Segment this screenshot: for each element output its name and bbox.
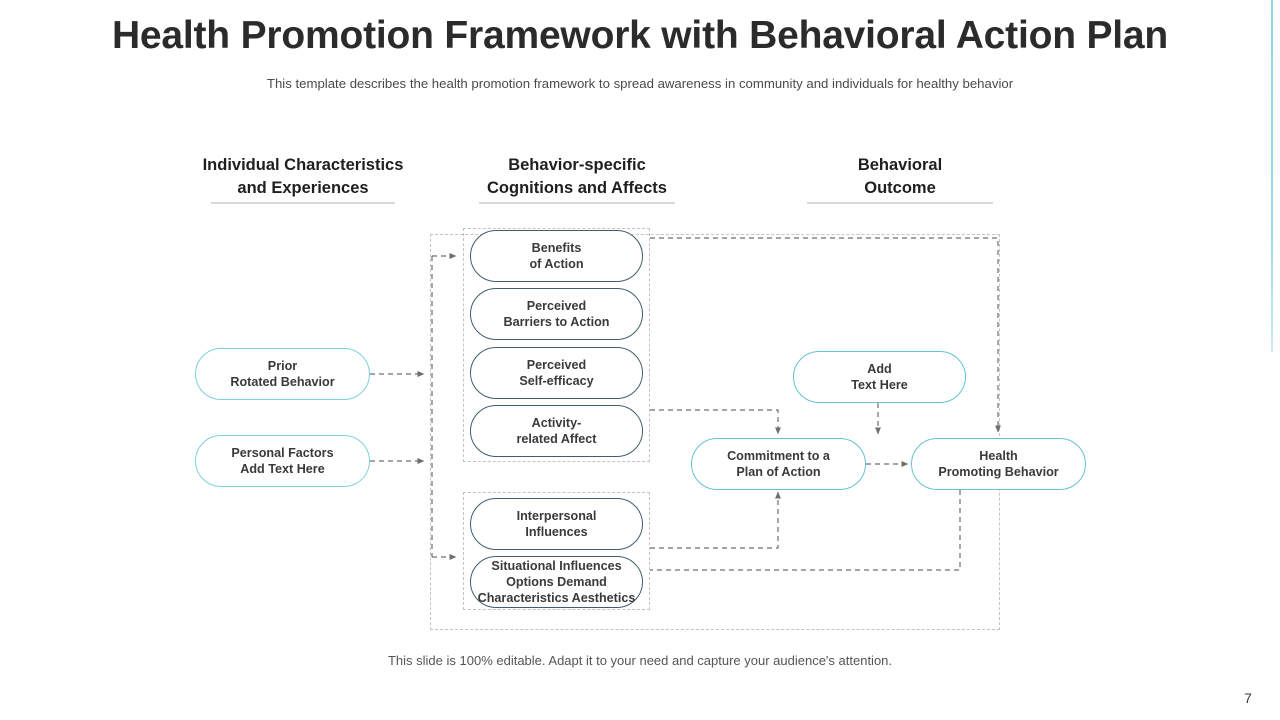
node-activity-related-affect[interactable]: Activity- related Affect	[470, 405, 643, 457]
node-label: Situational Influences Options Demand Ch…	[477, 559, 636, 605]
node-label: Perceived Self-efficacy	[519, 358, 594, 388]
node-situational-influences[interactable]: Situational Influences Options Demand Ch…	[470, 556, 643, 608]
heading-underline	[479, 202, 675, 204]
dashed-container-influences	[463, 492, 650, 610]
column-heading-outcome: Behavioral Outcome	[800, 154, 1000, 204]
node-benefits-of-action[interactable]: Benefits of Action	[470, 230, 643, 282]
node-label: Health Promoting Behavior	[938, 449, 1059, 479]
node-label: Personal Factors Add Text Here	[231, 446, 334, 476]
heading-underline	[211, 202, 395, 204]
column-heading-line1: Behavioral	[857, 156, 943, 174]
node-prior-rotated-behavior[interactable]: Prior Rotated Behavior	[195, 348, 370, 400]
column-heading-cognitions: Behavior-specific Cognitions and Affects	[450, 154, 704, 204]
page-number: 7	[1244, 690, 1252, 706]
node-personal-factors[interactable]: Personal Factors Add Text Here	[195, 435, 370, 487]
node-health-promoting-behavior[interactable]: Health Promoting Behavior	[911, 438, 1086, 490]
right-accent-bar	[1271, 0, 1273, 352]
node-label: Perceived Barriers to Action	[503, 299, 610, 329]
node-perceived-barriers[interactable]: Perceived Barriers to Action	[470, 288, 643, 340]
footer-note: This slide is 100% editable. Adapt it to…	[387, 653, 893, 668]
dashed-container-cognitions	[463, 228, 650, 462]
column-heading-individual: Individual Characteristics and Experienc…	[168, 154, 438, 204]
node-add-text-here[interactable]: Add Text Here	[793, 351, 966, 403]
node-perceived-self-efficacy[interactable]: Perceived Self-efficacy	[470, 347, 643, 399]
node-label: Interpersonal Influences	[516, 509, 597, 539]
column-heading-line1: Behavior-specific	[508, 156, 646, 174]
column-heading-line2: Cognitions and Affects	[487, 179, 667, 197]
node-label: Activity- related Affect	[516, 416, 597, 446]
page-title: Health Promotion Framework with Behavior…	[111, 14, 1169, 57]
column-heading-line2: and Experiences	[237, 179, 369, 197]
column-heading-line2: Outcome	[864, 179, 936, 197]
node-label: Commitment to a Plan of Action	[727, 449, 830, 479]
node-label: Prior Rotated Behavior	[230, 359, 335, 389]
page-subtitle: This template describes the health promo…	[266, 76, 1014, 91]
heading-underline	[807, 202, 993, 204]
node-interpersonal-influences[interactable]: Interpersonal Influences	[470, 498, 643, 550]
node-label: Benefits of Action	[529, 241, 584, 271]
column-heading-line1: Individual Characteristics	[202, 156, 404, 174]
node-label: Add Text Here	[851, 362, 908, 392]
node-commitment-plan-of-action[interactable]: Commitment to a Plan of Action	[691, 438, 866, 490]
